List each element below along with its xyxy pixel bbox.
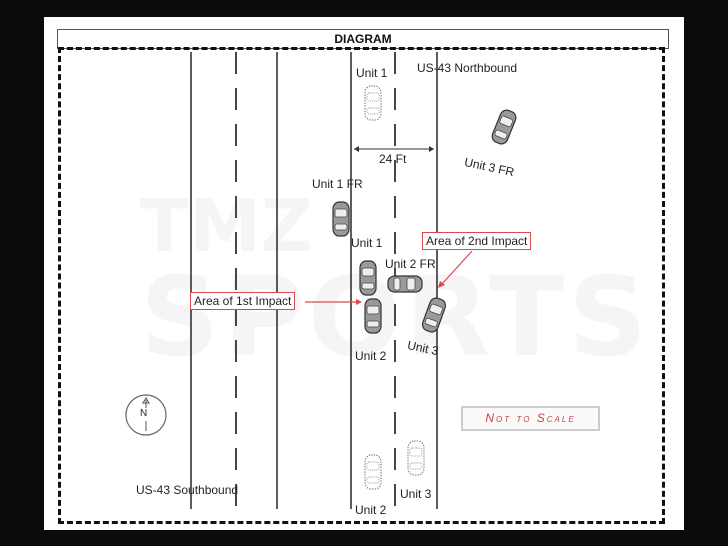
unit3-impact-car-icon — [420, 295, 448, 335]
unit2-impact-car-icon — [364, 298, 382, 334]
not-to-scale-note: Not to Scale — [461, 406, 600, 431]
southbound-label: US-43 Southbound — [136, 483, 239, 497]
northbound-label: US-43 Northbound — [417, 61, 518, 75]
unit1-impact-label: Unit 1 — [351, 236, 383, 250]
unit3-initial-label: Unit 3 — [400, 487, 432, 501]
second-impact-callout: Area of 2nd Impact — [422, 232, 532, 250]
second-impact-arrow — [441, 250, 473, 285]
diagram-frame — [58, 47, 665, 524]
unit3-initial-car-icon — [407, 440, 425, 476]
compass-north-label: N — [140, 408, 148, 419]
compass-icon — [125, 394, 167, 436]
unit1-final-car-icon — [332, 201, 350, 237]
unit3-final-car-icon — [489, 107, 519, 147]
unit2-impact-label: Unit 2 — [355, 349, 387, 363]
unit1-initial-car-icon — [364, 85, 382, 121]
unit2-initial-label: Unit 2 — [355, 503, 387, 517]
unit2-final-label: Unit 2 FR — [385, 257, 436, 271]
unit2-final-car-icon — [387, 275, 423, 293]
unit1-final-label: Unit 1 FR — [312, 177, 363, 191]
unit1-initial-label: Unit 1 — [356, 66, 388, 80]
unit2-initial-car-icon — [364, 454, 382, 490]
first-impact-callout: Area of 1st Impact — [190, 292, 296, 310]
unit1-impact-car-icon — [359, 260, 377, 296]
width-label: 24 Ft — [379, 152, 407, 166]
